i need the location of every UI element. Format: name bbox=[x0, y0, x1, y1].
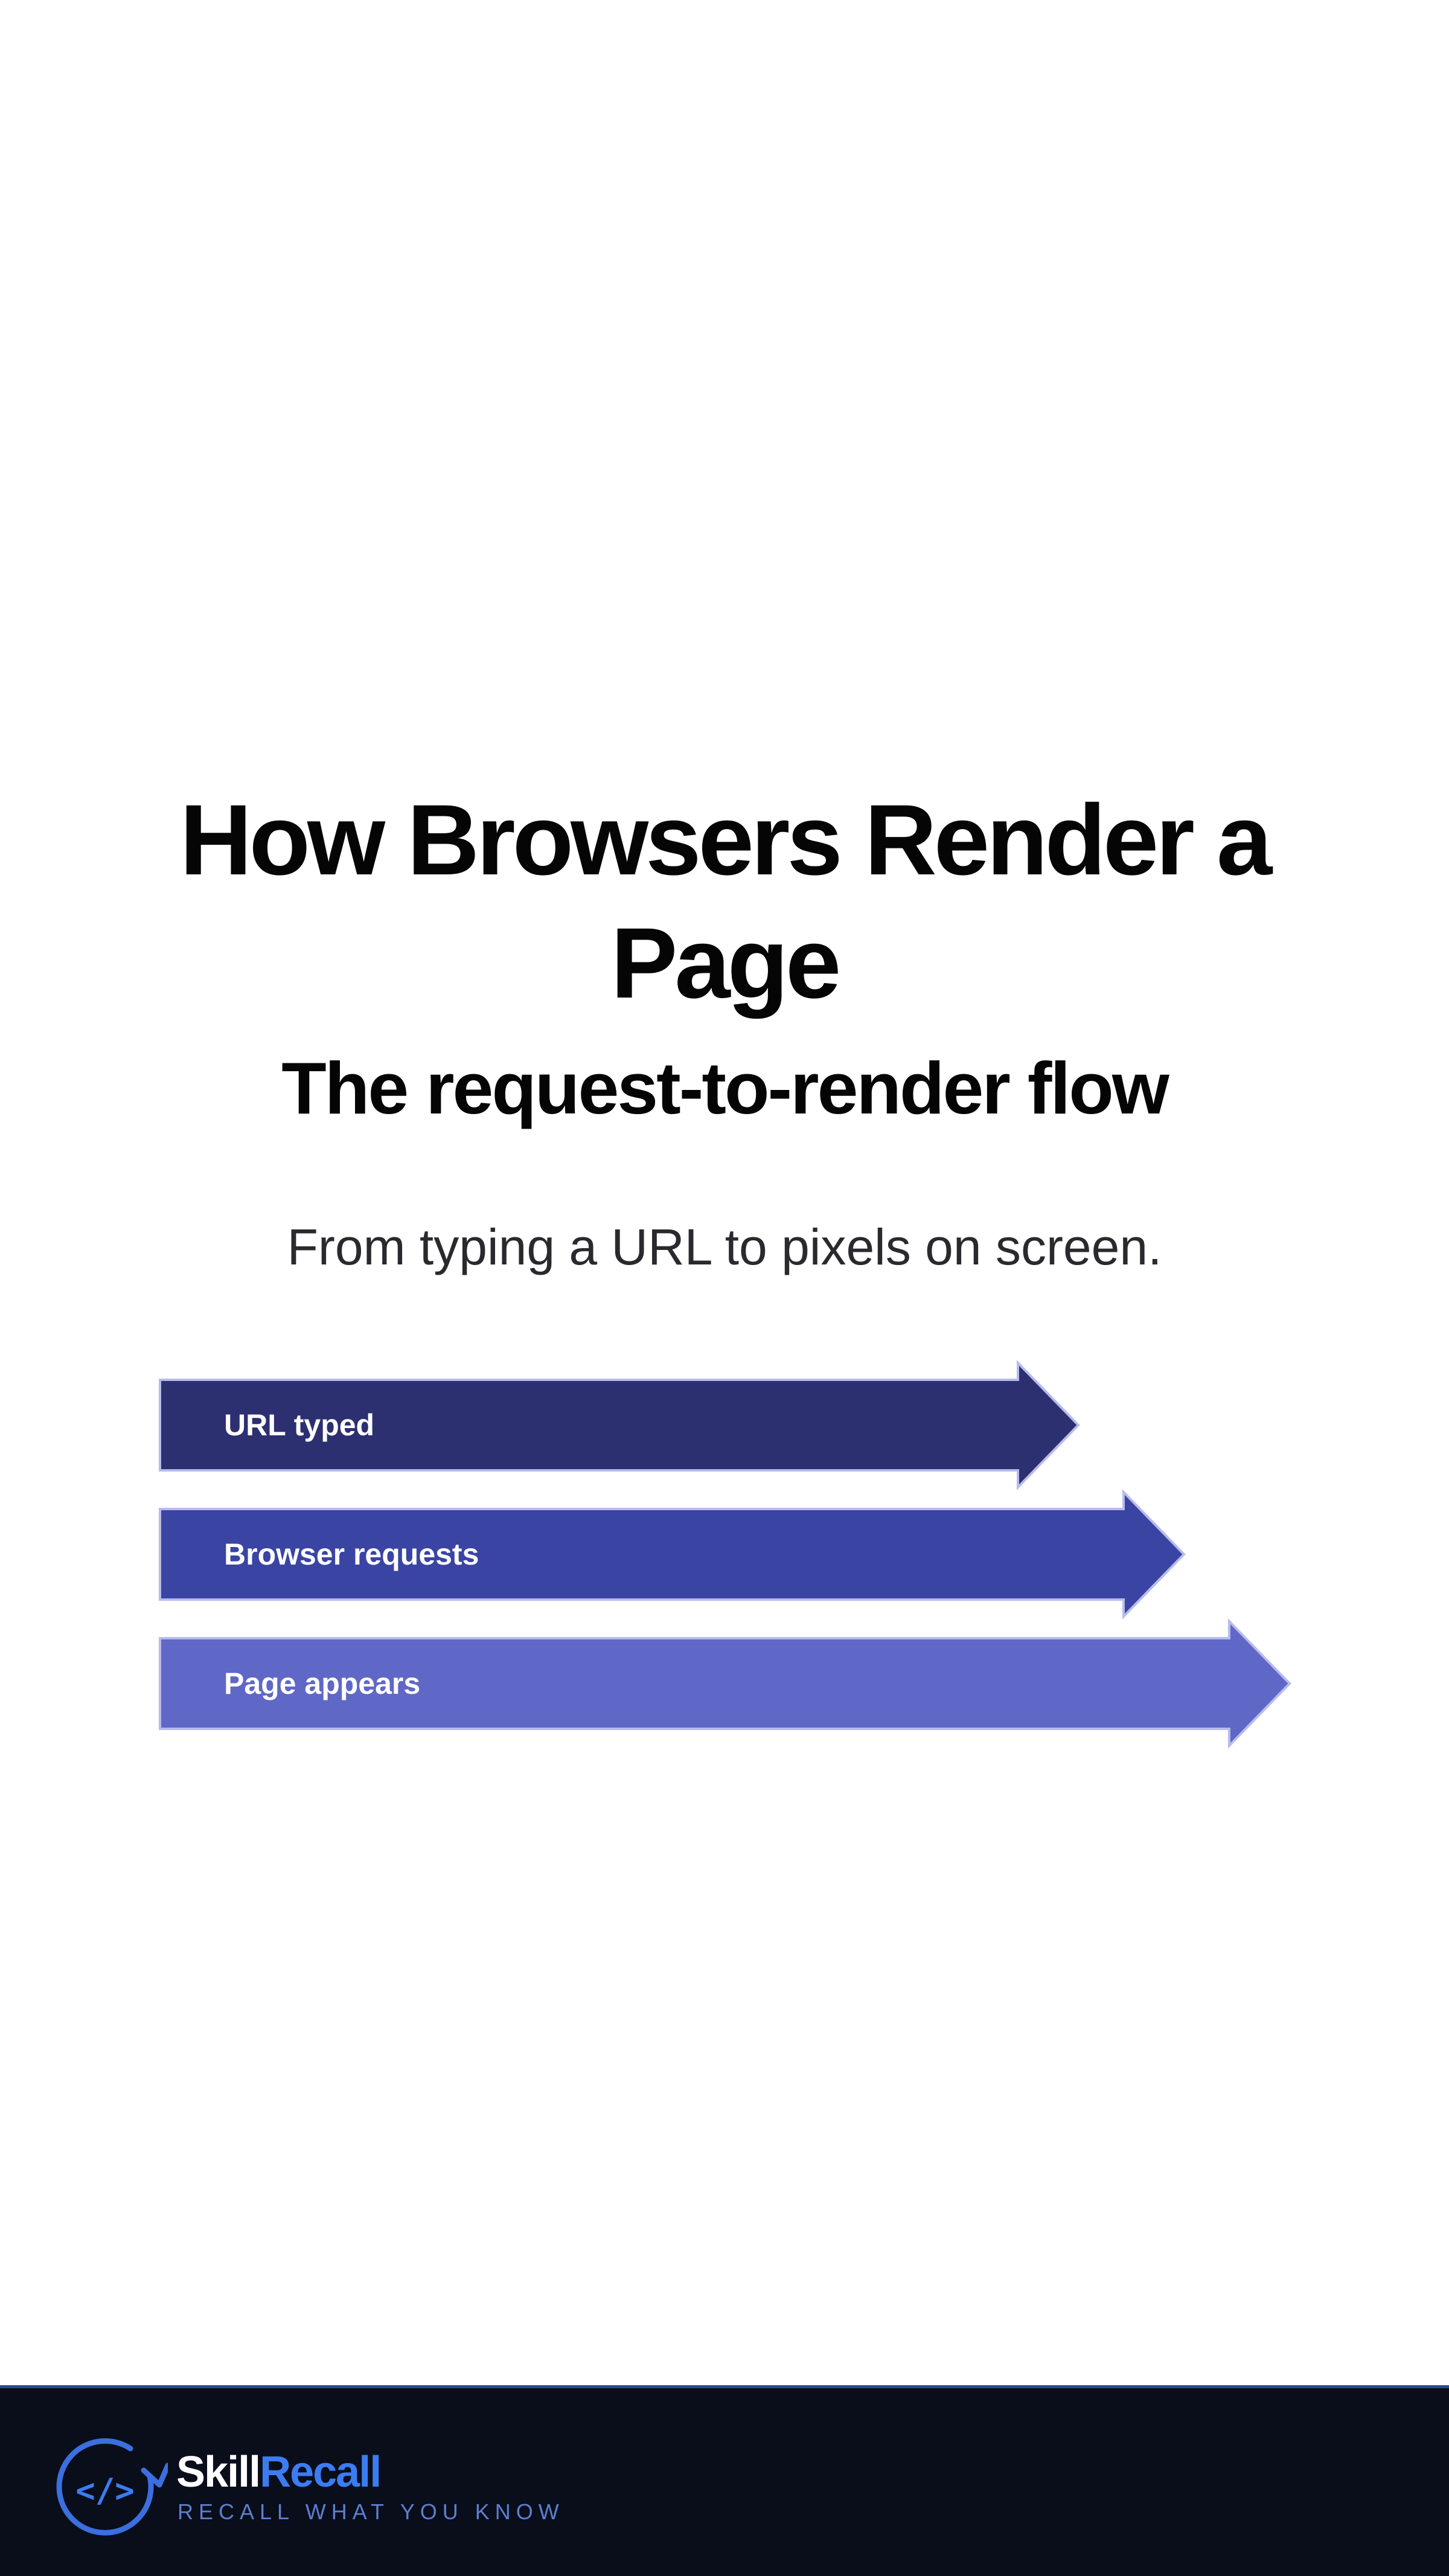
code-refresh-icon: </> bbox=[56, 2438, 168, 2536]
flow-step-arrow bbox=[159, 1489, 1186, 1620]
flow-step-label: Browser requests bbox=[224, 1537, 479, 1571]
brand-name-part2: Recall bbox=[260, 2448, 382, 2496]
brand-name: SkillRecall bbox=[176, 2446, 382, 2498]
page-subtitle: The request-to-render flow bbox=[281, 1047, 1169, 1129]
flow-step-label: URL typed bbox=[224, 1408, 374, 1442]
flow-step-arrow bbox=[159, 1618, 1291, 1749]
footer-bar: </> SkillRecall RECALL WHAT YOU KNOW bbox=[0, 2385, 1449, 2576]
brand-name-part1: Skill bbox=[176, 2448, 261, 2496]
flow-step-label: Page appears bbox=[224, 1667, 420, 1700]
page-title: How Browsers Render a Page bbox=[179, 784, 1273, 1019]
brand-tagline: RECALL WHAT YOU KNOW bbox=[178, 2499, 565, 2524]
logo-glyph: </> bbox=[75, 2472, 135, 2510]
flow-step-arrow bbox=[159, 1360, 1080, 1490]
page-tagline: From typing a URL to pixels on screen. bbox=[287, 1219, 1162, 1275]
